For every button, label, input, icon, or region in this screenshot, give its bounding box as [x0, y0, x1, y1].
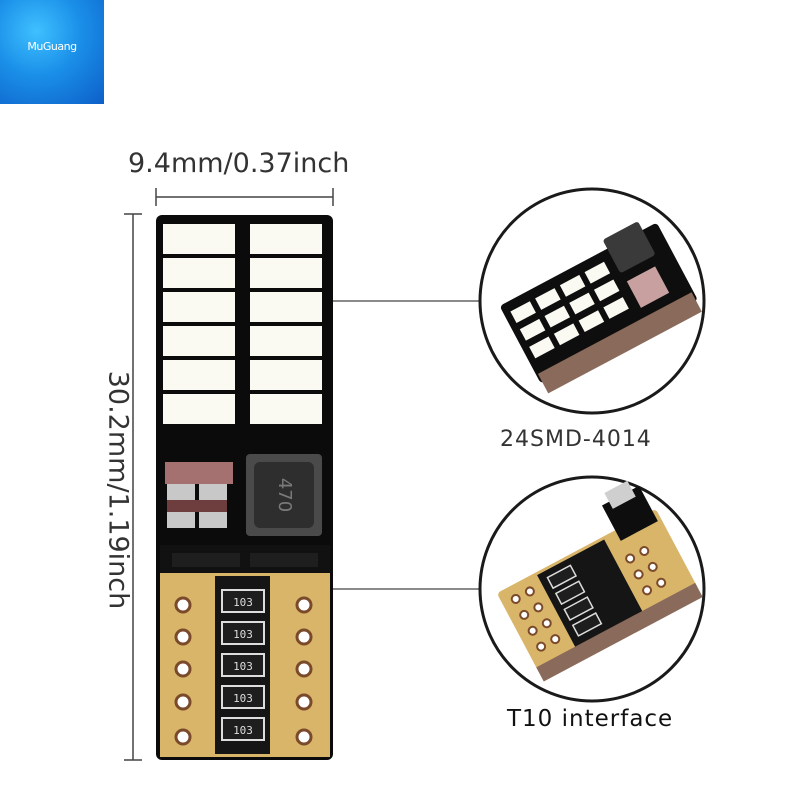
led-chip-column-left	[163, 224, 235, 424]
resistor-marking: 103	[233, 692, 253, 705]
brand-logo-text: MuGuang	[27, 40, 77, 53]
resistor-marking: 103	[233, 660, 253, 673]
width-dimension-line	[155, 188, 334, 206]
contact-holes	[174, 596, 313, 746]
diode-component	[165, 462, 233, 528]
resistor-marking: 103	[233, 724, 253, 737]
led-chip-column-right	[250, 224, 322, 424]
led-type-caption: 24SMD-4014	[500, 427, 652, 452]
interface-closeup-inset	[478, 475, 706, 703]
inductor-marking: 470	[274, 478, 295, 512]
inductor-component: 470	[246, 454, 322, 536]
resistor-stack: 103 103 103 103 103	[221, 589, 265, 741]
width-dimension-label: 9.4mm/0.37inch	[128, 148, 350, 179]
led-closeup-inset	[478, 187, 706, 415]
interface-caption: T10 interface	[507, 706, 674, 732]
resistor-marking: 103	[233, 628, 253, 641]
brand-logo: MuGuang	[0, 0, 104, 104]
resistor-marking: 103	[233, 596, 253, 609]
height-dimension-line	[124, 213, 142, 761]
